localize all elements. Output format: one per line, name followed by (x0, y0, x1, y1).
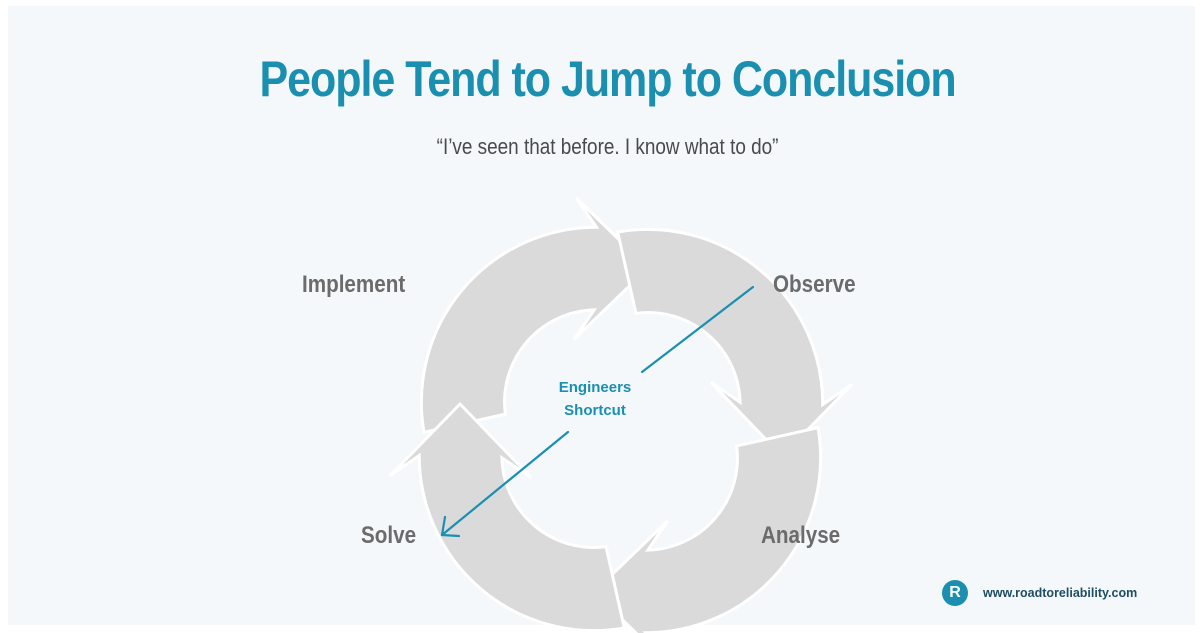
diagram-card (8, 6, 1195, 625)
quote-subtitle: “I’ve seen that before. I know what to d… (436, 134, 779, 159)
footer-brand: R www.roadtoreliability.com (942, 580, 1137, 606)
cycle-arrow-right (615, 227, 854, 459)
stage-solve-label: Solve (361, 522, 417, 549)
stage-observe-label: Observe (773, 271, 856, 298)
page-title: People Tend to Jump to Conclusion (259, 51, 956, 107)
cycle-arrow-top (419, 196, 651, 435)
roadtoreliability-logo-icon: R (942, 580, 968, 606)
shortcut-line-2: Shortcut (564, 402, 626, 419)
cycle-arrow-left (388, 401, 627, 633)
stage-implement-label: Implement (302, 271, 406, 298)
stage-analyse-label: Analyse (761, 522, 841, 549)
shortcut-line-1: Engineers (558, 379, 632, 396)
shortcut-arrow (440, 285, 755, 538)
engineers-shortcut-label: Engineers Shortcut (540, 376, 650, 422)
website-url[interactable]: www.roadtoreliability.com (983, 586, 1138, 600)
